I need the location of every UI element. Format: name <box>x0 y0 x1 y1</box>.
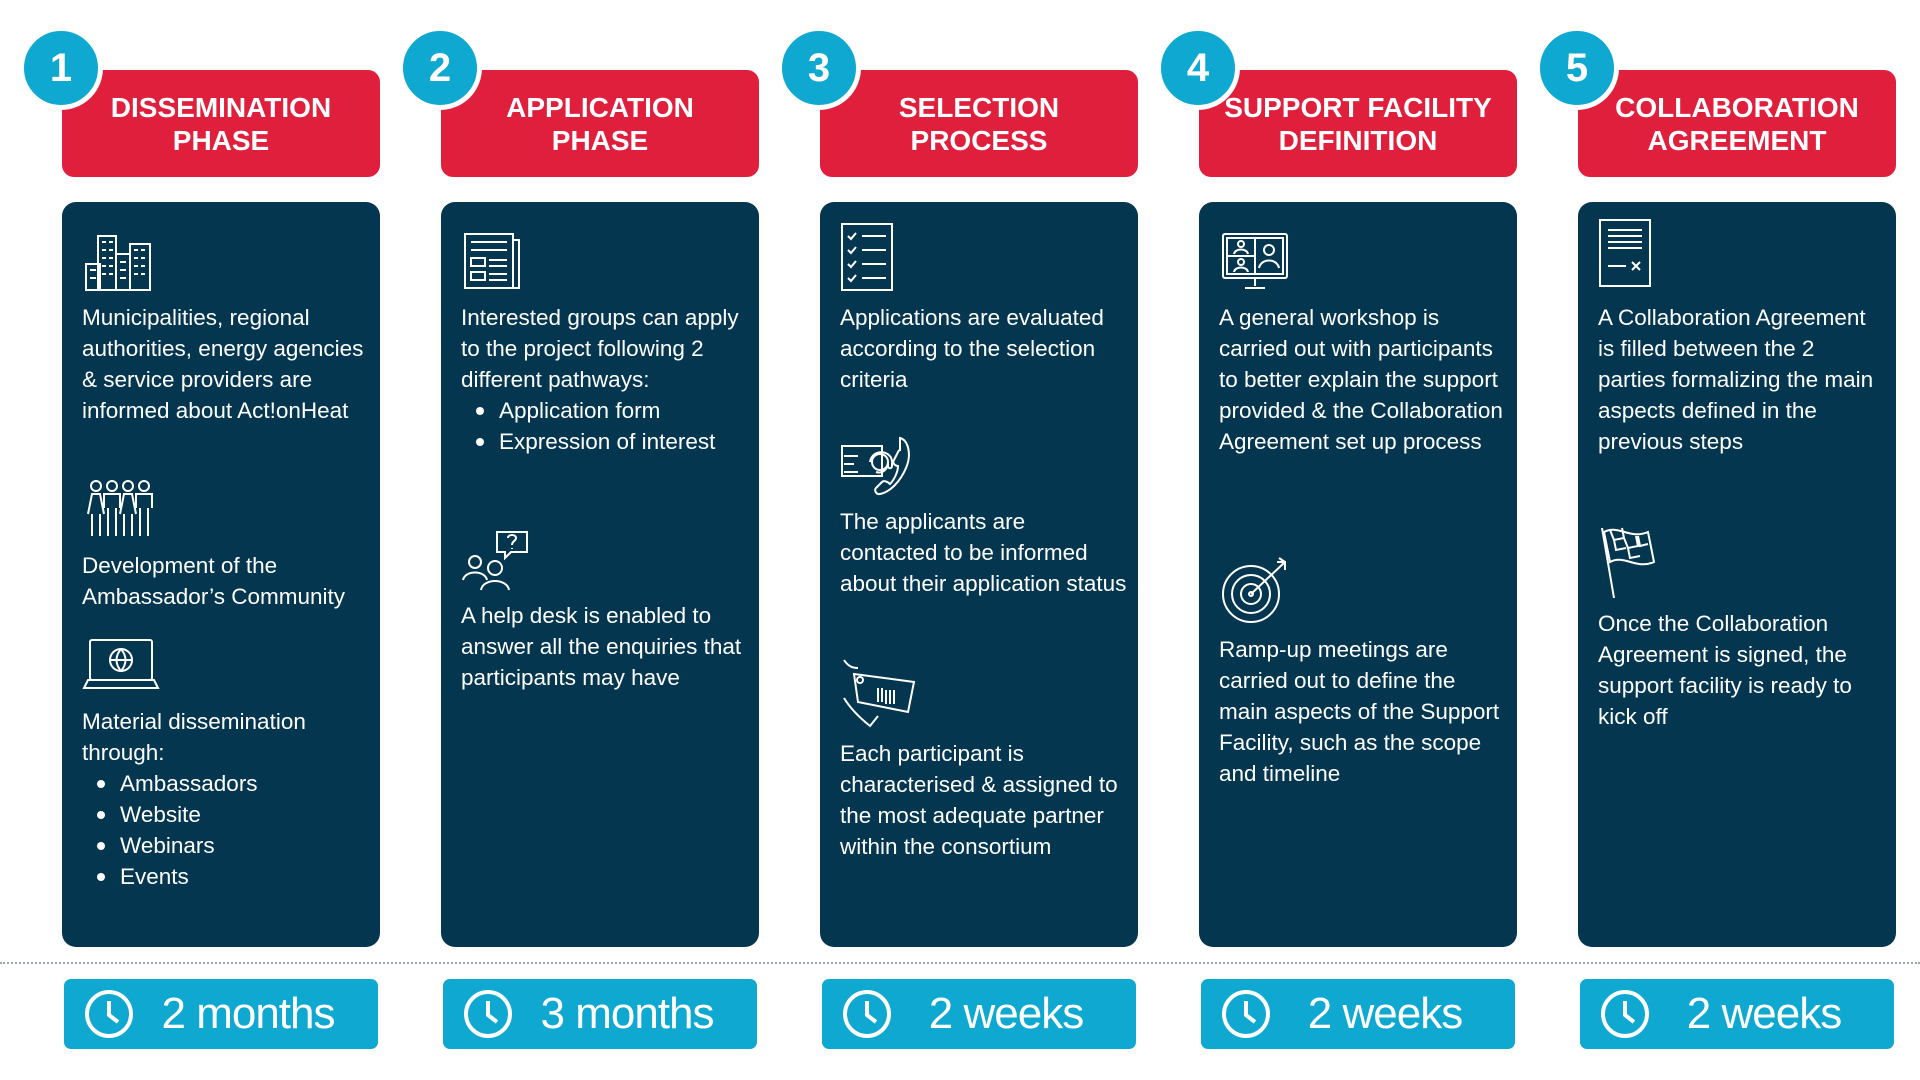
duration-text: 2 weeks <box>1307 989 1463 1038</box>
email-phone-icon <box>840 434 918 498</box>
tag-hand-icon <box>840 658 918 730</box>
phase-text: Development of the Ambassador’s Communit… <box>82 553 346 609</box>
step-number-badge: 5 <box>1535 26 1619 110</box>
phase-text: A general workshop is carried out with p… <box>1219 305 1503 454</box>
clock-icon <box>843 990 891 1038</box>
clock-icon <box>464 990 512 1038</box>
phase-panel: Interested groups can apply to the proje… <box>441 202 759 947</box>
timeline-divider <box>0 962 1920 964</box>
phase-4: SUPPORT FACILITY DEFINITION 4 A general … <box>1156 0 1517 1080</box>
phase-title: SELECTION PROCESS <box>898 91 1060 156</box>
bullet-list: Ambassadors Website Webinars Events <box>82 768 370 892</box>
community-people-icon <box>82 478 160 542</box>
phase-text: Municipalities, regional authorities, en… <box>82 305 364 423</box>
phase-title: DISSEMINATION PHASE <box>110 91 332 156</box>
phase-block: A help desk is enabled to answer all the… <box>461 528 749 693</box>
duration-badge: 2 weeks <box>1580 979 1894 1049</box>
phase-block: Each participant is characterised & assi… <box>840 658 1128 862</box>
laptop-globe-icon <box>82 634 160 698</box>
video-meeting-icon <box>1219 230 1297 294</box>
phase-title: APPLICATION PHASE <box>506 91 694 156</box>
phase-text: Applications are evaluated according to … <box>840 305 1104 392</box>
phase-block: Ramp-up meetings are carried out to defi… <box>1219 554 1507 789</box>
phase-text: Ramp-up meetings are carried out to defi… <box>1219 637 1500 786</box>
phase-panel: A Collaboration Agreement is filled betw… <box>1578 202 1896 947</box>
phase-block: Municipalities, regional authorities, en… <box>82 230 370 426</box>
phase-header: APPLICATION PHASE <box>441 70 759 177</box>
phase-panel: Applications are evaluated according to … <box>820 202 1138 947</box>
bullet-list: Application form Expression of interest <box>461 395 749 457</box>
duration-text: 2 months <box>161 989 336 1038</box>
phase-text: Each participant is characterised & assi… <box>840 741 1118 859</box>
phase-text: Material dissemination through: <box>82 709 306 765</box>
step-number-badge: 4 <box>1156 26 1240 110</box>
phase-block: Development of the Ambassador’s Communit… <box>82 478 370 612</box>
phase-text: A Collaboration Agreement is filled betw… <box>1598 305 1874 454</box>
phase-header: SELECTION PROCESS <box>820 70 1138 177</box>
duration-badge: 3 months <box>443 979 757 1049</box>
phase-block: Applications are evaluated according to … <box>840 222 1128 395</box>
contract-signature-icon <box>1598 218 1676 294</box>
phase-text: Interested groups can apply to the proje… <box>461 305 739 392</box>
duration-text: 2 weeks <box>1686 989 1842 1038</box>
target-icon <box>1219 554 1297 626</box>
phase-text: A help desk is enabled to answer all the… <box>461 603 742 690</box>
phase-block: Material dissemination through: Ambassad… <box>82 634 370 892</box>
phase-2: APPLICATION PHASE 2 Interested groups ca… <box>398 0 759 1080</box>
clock-icon <box>1601 990 1649 1038</box>
buildings-icon <box>82 230 160 294</box>
list-item: Webinars <box>82 830 370 861</box>
clock-icon <box>1222 990 1270 1038</box>
phase-5: COLLABORATION AGREEMENT 5 A Collaboratio… <box>1535 0 1896 1080</box>
phase-title: SUPPORT FACILITY DEFINITION <box>1224 91 1492 156</box>
step-number-badge: 2 <box>398 26 482 110</box>
step-number-badge: 3 <box>777 26 861 110</box>
phase-header: DISSEMINATION PHASE <box>62 70 380 177</box>
list-item: Website <box>82 799 370 830</box>
duration-badge: 2 months <box>64 979 378 1049</box>
phase-header: SUPPORT FACILITY DEFINITION <box>1199 70 1517 177</box>
checklist-icon <box>840 222 918 294</box>
list-item: Events <box>82 861 370 892</box>
help-desk-icon <box>461 528 539 592</box>
duration-text: 3 months <box>540 989 715 1038</box>
list-item: Ambassadors <box>82 768 370 799</box>
phase-text: The applicants are contacted to be infor… <box>840 509 1127 596</box>
phase-panel: A general workshop is carried out with p… <box>1199 202 1517 947</box>
phase-panel: Municipalities, regional authorities, en… <box>62 202 380 947</box>
phase-text: Once the Collaboration Agreement is sign… <box>1598 611 1852 729</box>
step-number-badge: 1 <box>19 26 103 110</box>
phase-block: A general workshop is carried out with p… <box>1219 230 1507 457</box>
phase-1: DISSEMINATION PHASE 1 Municipalities, re… <box>19 0 380 1080</box>
phase-header: COLLABORATION AGREEMENT <box>1578 70 1896 177</box>
duration-text: 2 weeks <box>928 989 1084 1038</box>
phase-block: A Collaboration Agreement is filled betw… <box>1598 218 1886 457</box>
phase-3: SELECTION PROCESS 3 Applications are eva… <box>777 0 1138 1080</box>
phase-block: The applicants are contacted to be infor… <box>840 434 1128 599</box>
list-item: Application form <box>461 395 749 426</box>
phase-title: COLLABORATION AGREEMENT <box>1615 91 1859 156</box>
duration-badge: 2 weeks <box>822 979 1136 1049</box>
list-item: Expression of interest <box>461 426 749 457</box>
checkered-flag-icon <box>1598 524 1676 600</box>
form-document-icon <box>461 230 539 294</box>
clock-icon <box>85 990 133 1038</box>
duration-badge: 2 weeks <box>1201 979 1515 1049</box>
phase-block: Interested groups can apply to the proje… <box>461 230 749 457</box>
phase-block: Once the Collaboration Agreement is sign… <box>1598 524 1886 732</box>
